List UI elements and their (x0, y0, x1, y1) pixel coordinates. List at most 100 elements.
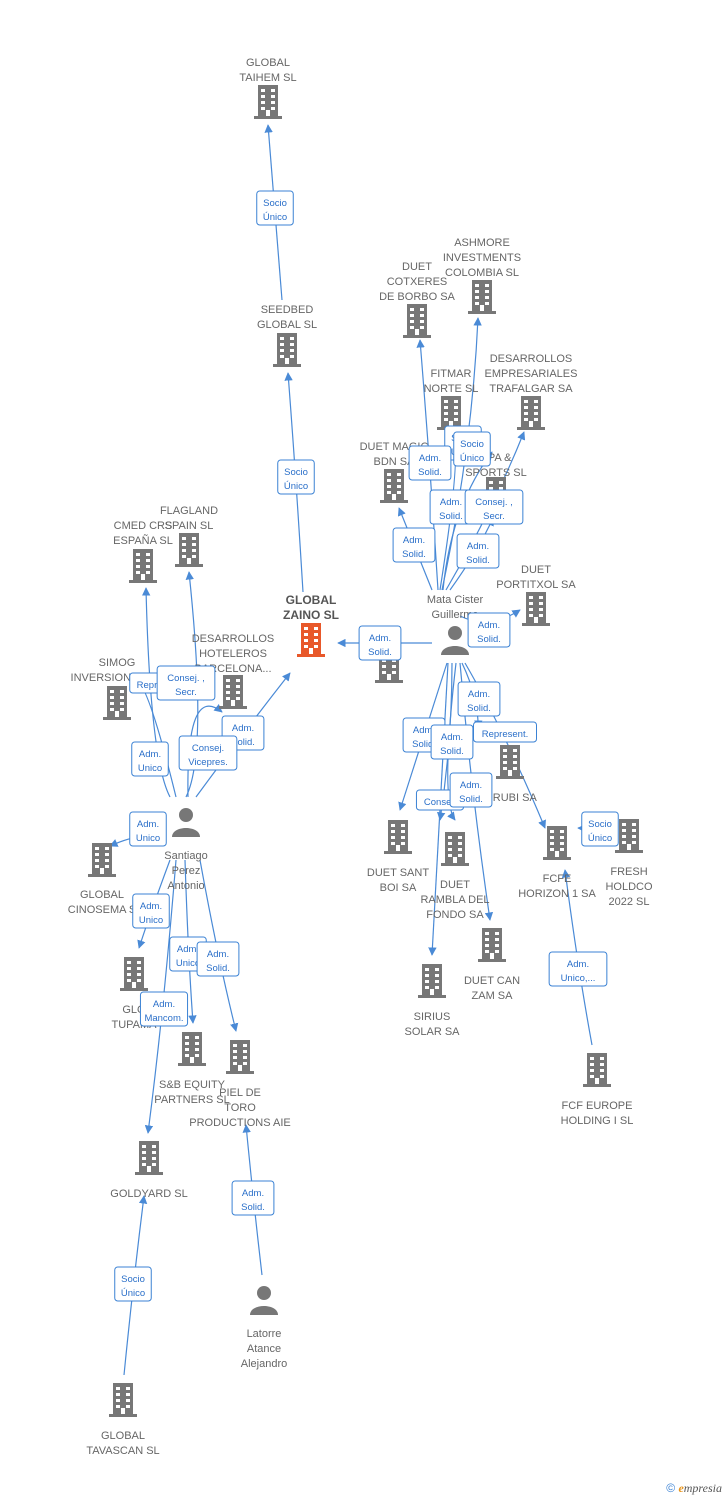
building-icon (120, 957, 148, 991)
empresia-logo[interactable]: empresia (678, 1481, 722, 1495)
edge-label-text: Adm. (207, 949, 229, 960)
edge-label-text: Único (284, 481, 308, 492)
edge-label-e-mata-b2[interactable]: Adm.Solid. (430, 724, 474, 760)
edge-label-e-sant-tupama[interactable]: Adm.Unico (132, 893, 170, 929)
edge-label-box (464, 489, 524, 525)
node-label: Mata Cister (427, 594, 484, 606)
edge-label-text: Único (263, 212, 287, 223)
edge-label-e-mata-zaino[interactable]: Adm.Solid. (358, 625, 402, 661)
edge-label-e-mata-portitxol[interactable]: Adm.Solid. (467, 612, 511, 648)
edge-label-box (430, 724, 474, 760)
node-global-cinosema[interactable]: GLOBAL CINOSEMA S (68, 843, 136, 916)
edge-label-text: Solid. (241, 1202, 265, 1213)
edge-label-text: Consej. (424, 797, 456, 808)
node-label: ZAM SA (472, 990, 514, 1002)
building-icon (273, 333, 301, 367)
edge-label-text: Mancom. (144, 1013, 183, 1024)
edge-label-text: Socio (263, 198, 287, 209)
node-label: GLOBAL (286, 593, 337, 607)
edge-label-text: Adm. (139, 749, 161, 760)
edge-label-text: Solid. (467, 703, 491, 714)
edge-label-text: Adm. (369, 633, 391, 644)
edge-label-e-mata-trafalgar[interactable]: Consej. ,Secr. (464, 489, 524, 525)
person-icon (172, 808, 200, 837)
node-duet-rubi[interactable]: T RUBI SA (483, 745, 537, 804)
edge-label-box (408, 445, 452, 481)
edge-label-e-mata-spa-b[interactable]: Adm.Solid. (456, 533, 500, 569)
edge-label-e-sant-flagland[interactable]: Consej. Vicepres. (178, 735, 238, 771)
edge-label-e-sant-cinosema[interactable]: Adm.Unico (129, 811, 167, 847)
node-label: PIEL DE (219, 1087, 261, 1099)
node-label: BDN SA (374, 456, 416, 468)
edge-label-text: Adm. (441, 732, 463, 743)
node-label: CMED CRS (114, 520, 173, 532)
edge-label-e-sant-cmed[interactable]: Adm.Unico (131, 741, 169, 777)
edge-label-e-mata-magic[interactable]: Adm.Solid. (392, 527, 436, 563)
building-icon (226, 1040, 254, 1074)
edge-label-text: Vicepres. (188, 757, 227, 768)
building-icon (297, 623, 325, 657)
edge-label-text: Socio (460, 439, 484, 450)
edge-label-e-mata-b1[interactable]: Adm.Solid. (457, 681, 501, 717)
edge-label-text: Adm. (232, 723, 254, 734)
edge-label-text: Unico (139, 915, 163, 926)
edge-label-e-sant-piel[interactable]: Adm.Solid. (196, 941, 240, 977)
edge-label-e-sant-hot[interactable]: Consej. ,Secr. (156, 665, 216, 701)
edge-label-text: Unico (176, 958, 200, 969)
edge-label-text: Solid. (231, 737, 255, 748)
edge-label-text: Adm. (403, 535, 425, 546)
node-label: RAMBLA DEL (420, 894, 489, 906)
edge-label-e-latorre-piel[interactable]: Adm.Solid. (231, 1180, 275, 1216)
node-label: CINOSEMA S (68, 904, 136, 916)
edge-label-text: Adm. (478, 620, 500, 631)
building-icon (418, 964, 446, 998)
edge-label-e-sant-mancom[interactable]: Adm.Mancom. (139, 991, 189, 1027)
node-label: DUET (521, 564, 551, 576)
building-icon (88, 843, 116, 877)
edge-e-sant-cmed (141, 587, 171, 798)
edge-label-e-mata-magic2[interactable]: Adm.Solid. (408, 445, 452, 481)
node-label: NORTE SL (424, 383, 479, 395)
edge-label-e-mata-canzam[interactable]: Adm.Solid. (449, 772, 493, 808)
edge-label-text: Consej. (192, 743, 224, 754)
edge-labels-layer: SocioÚnicoSocioÚnicoAdm.Solid.Adm.Solid.… (114, 190, 619, 1302)
copyright-symbol: © (666, 1481, 676, 1495)
edge-label-e-fcfeurope-fcfe[interactable]: Adm.Unico,... (548, 951, 608, 987)
edge-label-e-mata-rubi[interactable]: Represent. (473, 721, 537, 743)
node-label: FONDO SA (426, 909, 484, 921)
node-label: GLOBAL (80, 889, 124, 901)
building-icon (437, 396, 465, 430)
node-label: HOLDCO (605, 881, 653, 893)
node-goldyard[interactable]: GOLDYARD SL (110, 1141, 188, 1200)
edge-label-box (114, 1266, 152, 1302)
node-label: TRAFALGAR SA (489, 383, 573, 395)
